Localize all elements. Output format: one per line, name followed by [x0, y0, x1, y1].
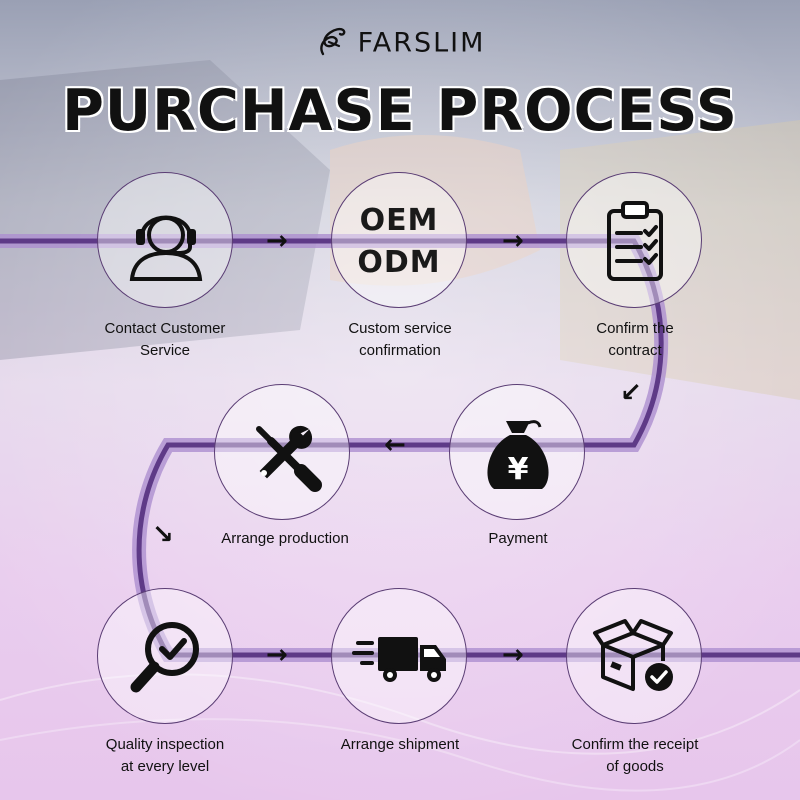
svg-text:¥: ¥ — [508, 452, 529, 487]
arrow-right-3: → — [266, 640, 288, 670]
step-arrange-production — [214, 384, 350, 520]
step-label-contract: Confirm the contract — [596, 320, 674, 359]
box-check-icon — [593, 619, 673, 691]
step-label-production: Arrange production — [221, 530, 349, 547]
step-quality-inspection — [97, 588, 233, 724]
screwdriver-wrench-icon — [256, 425, 322, 492]
step-confirm-contract — [566, 172, 702, 308]
delivery-truck-icon — [352, 637, 446, 682]
arrow-down-left: ↙ — [620, 378, 642, 408]
customer-service-headset-icon — [129, 215, 203, 281]
odm-text: ODM — [357, 245, 441, 280]
clipboard-checklist-icon — [607, 201, 663, 281]
step-label-receipt: Confirm the receipt of goods — [571, 736, 699, 775]
brand-header: FARSLIM — [0, 24, 800, 62]
arrow-right-2: → — [502, 226, 524, 256]
step-label-shipment: Arrange shipment — [340, 736, 460, 753]
step-arrange-shipment — [331, 588, 467, 724]
step-custom-service: OEM ODM — [331, 172, 467, 308]
arrow-right-4: → — [502, 640, 524, 670]
step-confirm-receipt — [566, 588, 702, 724]
step-contact-customer-service — [97, 172, 233, 308]
page-title: PURCHASE PROCESS — [62, 78, 738, 144]
money-bag-yuan-icon: ¥ — [487, 420, 549, 489]
oem-text: OEM — [359, 203, 439, 238]
step-payment: ¥ — [449, 384, 585, 520]
farslim-logo — [315, 24, 349, 62]
brand-name: FARSLIM — [357, 27, 486, 59]
arrow-left: ← — [384, 430, 406, 460]
step-label-quality: Quality inspection at every level — [105, 736, 225, 775]
arrow-right-1: → — [266, 226, 288, 256]
step-label-contact: Contact Customer Service — [104, 320, 226, 359]
step-label-custom: Custom service confirmation — [348, 320, 452, 359]
arrow-down-right: ↘ — [152, 520, 174, 550]
magnifier-check-icon — [130, 622, 199, 693]
step-label-payment: Payment — [488, 530, 548, 547]
